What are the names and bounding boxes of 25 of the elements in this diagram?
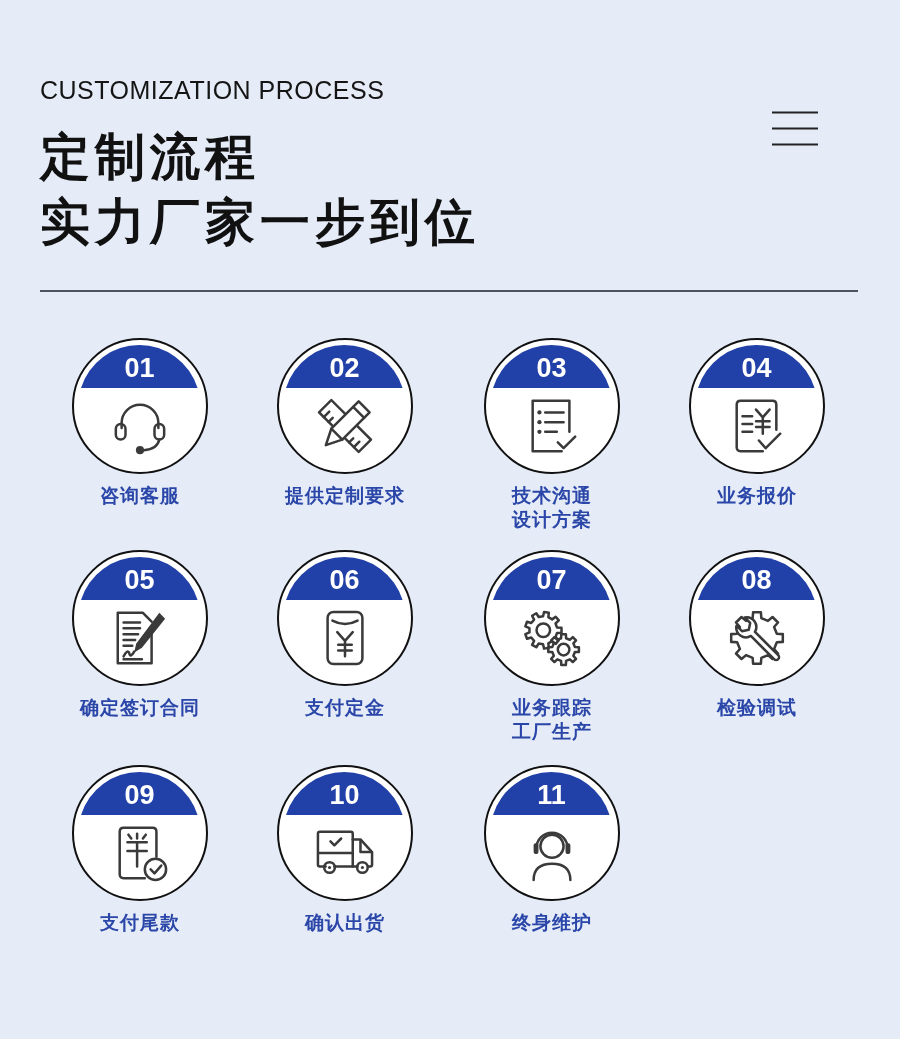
- step-caption: 支付定金: [304, 695, 386, 719]
- step-caption: 检验调试: [715, 695, 798, 719]
- title: 定制流程: [40, 127, 260, 187]
- step-caption: 支付尾款: [99, 910, 181, 934]
- step-caption: 终身维护: [511, 910, 593, 934]
- step-caption: 提供定制要求: [283, 483, 406, 507]
- step-caption: 确认出货: [303, 910, 386, 934]
- step-number: 07: [535, 565, 568, 595]
- step-number: 05: [123, 565, 156, 595]
- step-caption: 技术沟通设计方案: [510, 483, 593, 531]
- step-number: 08: [740, 565, 773, 595]
- step-number: 02: [328, 353, 361, 383]
- step-number: 03: [535, 353, 568, 383]
- step-number: 11: [536, 780, 567, 810]
- step-caption: 咨询客服: [99, 483, 181, 507]
- subtitle-text: CUSTOMIZATION PROCESS: [40, 75, 385, 105]
- step-number: 04: [740, 353, 773, 383]
- step-number: 06: [328, 565, 361, 595]
- step-number: 10: [328, 780, 361, 810]
- step-caption: 业务报价: [716, 483, 798, 507]
- step-caption: 业务跟踪工厂生产: [511, 695, 593, 743]
- step-number: 01: [123, 353, 156, 383]
- step-number: 09: [123, 780, 156, 810]
- step-caption: 确定签订合同: [78, 695, 201, 719]
- heading-text: 实力厂家一步到位: [40, 192, 480, 252]
